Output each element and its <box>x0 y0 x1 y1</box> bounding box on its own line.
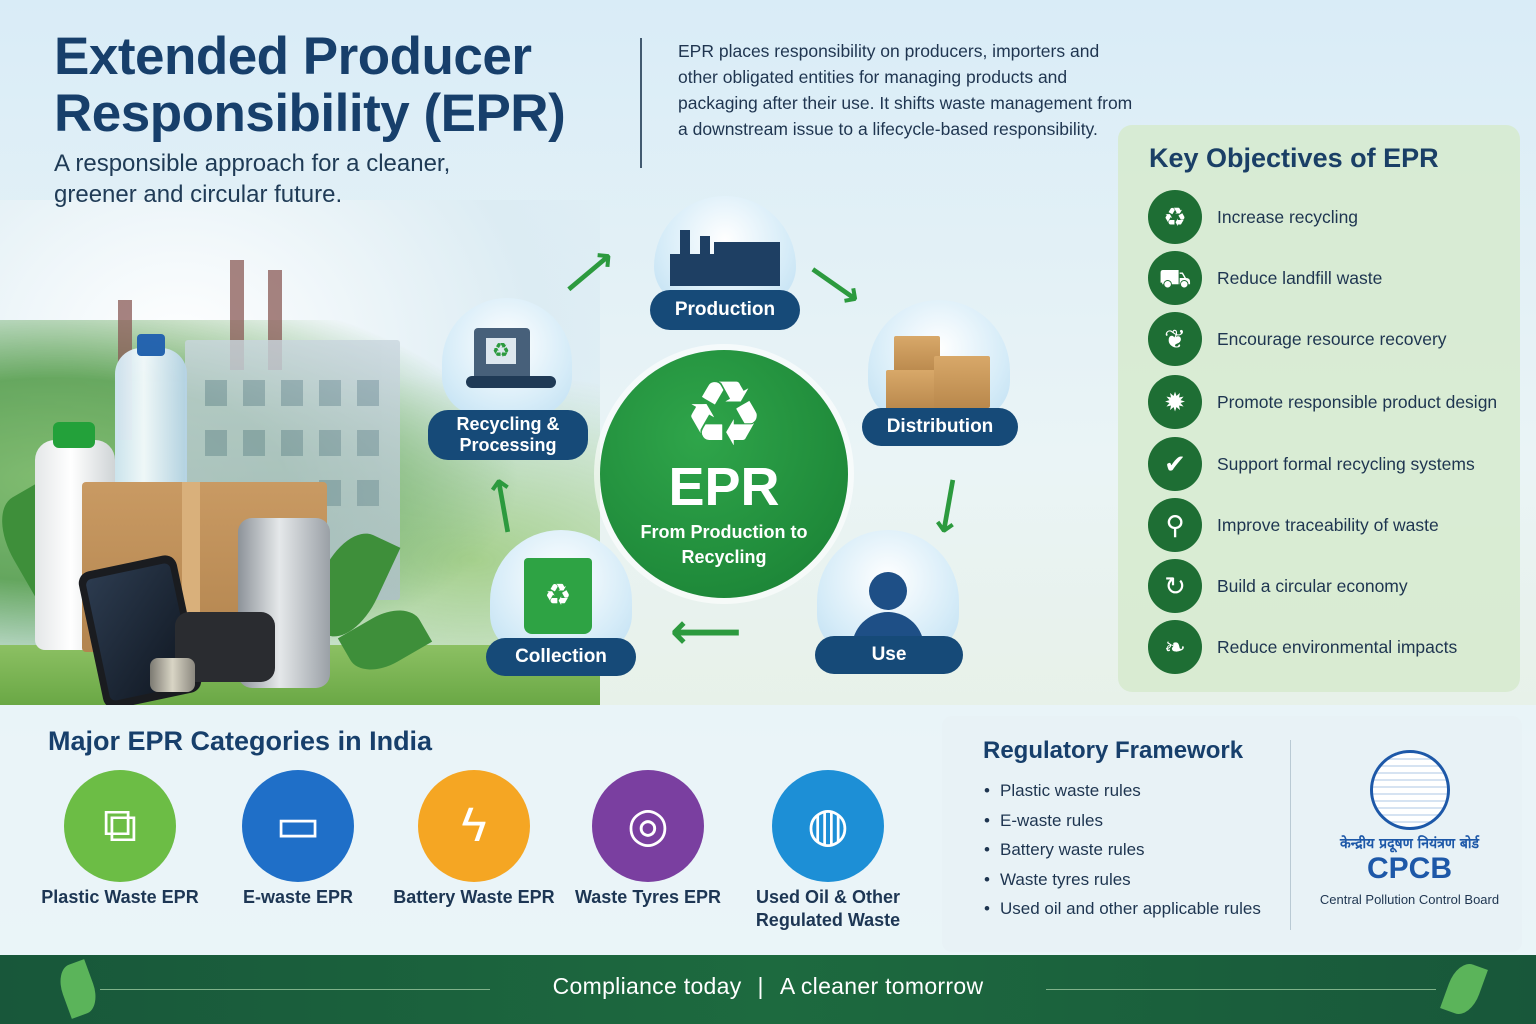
cpcb-full-name: Central Pollution Control Board <box>1319 892 1500 907</box>
recycle-icon: ♻ <box>1148 190 1202 244</box>
tyre-icon: ◎ <box>592 770 704 882</box>
objective-label: Encourage resource recovery <box>1217 329 1447 349</box>
footer-right-text: A cleaner tomorrow <box>779 973 984 999</box>
category-label: Plastic Waste EPR <box>41 887 199 907</box>
objective-item: ❦ Encourage resource recovery <box>1148 312 1508 366</box>
cpcb-logo: केन्द्रीय प्रदूषण नियंत्रण बोर्ड CPCB Ce… <box>1302 746 1517 946</box>
stage-label: Use <box>815 636 963 674</box>
battery-cell <box>150 658 195 692</box>
battery-icon: ϟ <box>418 770 530 882</box>
objective-item: ⛟ Reduce landfill waste <box>1148 251 1508 305</box>
stage-label: Distribution <box>862 408 1018 446</box>
rule-item: •Waste tyres rules <box>984 869 1131 889</box>
footer-separator: | <box>757 973 764 999</box>
cpcb-hindi-name: केन्द्रीय प्रदूषण नियंत्रण बोर्ड <box>1340 836 1479 852</box>
page-title: Extended Producer Responsibility (EPR) <box>54 27 566 143</box>
cycle-arrow: ⟶ <box>670 606 742 662</box>
category-label: Used Oil & Other Regulated Waste <box>755 887 901 930</box>
footer-rule <box>100 989 490 990</box>
cycle-arrow: ⟶ <box>552 236 625 308</box>
factory-icon <box>670 226 780 286</box>
footer-tagline: Compliance today | A cleaner tomorrow <box>0 973 1536 1000</box>
lightbulb-icon: ✹ <box>1148 375 1202 429</box>
stage-collection: ♻ Collection <box>486 530 636 676</box>
epr-hub: ♻ EPR From Production to Recycling <box>600 350 848 598</box>
rule-item: •Used oil and other applicable rules <box>984 899 1261 918</box>
category-label: E-waste EPR <box>242 887 354 907</box>
footer-banner: Compliance today | A cleaner tomorrow <box>0 955 1536 1024</box>
sprout-icon: ❧ <box>1148 620 1202 674</box>
stage-label: Collection <box>486 638 636 676</box>
oil-jar-icon: ◍ <box>772 770 884 882</box>
objective-label: Improve traceability of waste <box>1217 515 1439 535</box>
regulatory-title: Regulatory Framework <box>983 737 1244 764</box>
truck-icon: ⛟ <box>1148 251 1202 305</box>
cpcb-seal-icon <box>1370 750 1450 830</box>
title-line-2: Responsibility (EPR) <box>54 84 566 143</box>
stage-use: Use <box>815 530 965 680</box>
recycle-bin-icon: ♻ <box>524 558 592 634</box>
objective-item: ✔ Support formal recycling systems <box>1148 437 1508 491</box>
page-subtitle: A responsible approach for a cleaner, gr… <box>54 150 451 208</box>
footer-left-text: Compliance today <box>552 973 742 999</box>
bottles-icon: ⧉ <box>64 770 176 882</box>
stage-distribution: Distribution <box>860 300 1020 446</box>
stage-recycling: ♻ Recycling & Processing <box>426 298 588 462</box>
objective-item: ✹ Promote responsible product design <box>1148 375 1508 429</box>
circular-arrow-icon: ↻ <box>1148 559 1202 613</box>
objective-item: ⚲ Improve traceability of waste <box>1148 498 1508 552</box>
stage-label: Production <box>650 290 800 330</box>
rule-item: •E-waste rules <box>984 810 1103 830</box>
key-objectives-panel: Key Objectives of EPR ♻ Increase recycli… <box>1118 125 1520 692</box>
objective-label: Promote responsible product design <box>1217 392 1498 412</box>
leaf-icon: ❦ <box>1148 312 1202 366</box>
category-label: Battery Waste EPR <box>393 887 555 907</box>
devices-icon: ▭ <box>242 770 354 882</box>
objective-item: ❧ Reduce environmental impacts <box>1148 620 1508 674</box>
epr-cycle-diagram: ♻ EPR From Production to Recycling Produ… <box>420 190 1030 690</box>
panel-divider <box>1290 740 1291 930</box>
regulatory-framework-panel: Regulatory Framework •Plastic waste rule… <box>942 716 1522 952</box>
objectives-title: Key Objectives of EPR <box>1149 143 1439 173</box>
title-line-1: Extended Producer <box>54 27 532 86</box>
stage-label: Recycling & Processing <box>428 410 588 460</box>
objective-label: Reduce landfill waste <box>1217 268 1383 288</box>
objective-label: Support formal recycling systems <box>1217 454 1475 474</box>
cpcb-abbreviation: CPCB <box>1366 852 1452 885</box>
objective-label: Reduce environmental impacts <box>1217 637 1458 657</box>
recycle-icon: ♻ <box>683 365 765 465</box>
objective-item: ♻ Increase recycling <box>1148 190 1508 244</box>
categories-title: Major EPR Categories in India <box>48 726 433 756</box>
magnifier-icon: ⚲ <box>1148 498 1202 552</box>
rules-list: •Plastic waste rules •E-waste rules •Bat… <box>984 776 1261 924</box>
footer-rule <box>1046 989 1436 990</box>
rule-item: •Plastic waste rules <box>984 781 1141 800</box>
objective-label: Build a circular economy <box>1217 576 1408 596</box>
category-label: Waste Tyres EPR <box>574 887 722 907</box>
objective-label: Increase recycling <box>1217 207 1359 227</box>
hub-subtitle: From Production to Recycling <box>640 522 808 567</box>
hub-title: EPR <box>668 457 780 517</box>
intro-text: EPR places responsibility on producers, … <box>678 41 1133 139</box>
cycle-arrow: ⟶ <box>476 473 530 539</box>
stage-production: Production <box>650 196 800 336</box>
cycle-arrow: ⟶ <box>922 473 976 539</box>
rule-item: •Battery waste rules <box>984 840 1145 859</box>
shield-check-icon: ✔ <box>1148 437 1202 491</box>
objective-item: ↻ Build a circular economy <box>1148 559 1508 613</box>
header-divider <box>640 38 642 168</box>
